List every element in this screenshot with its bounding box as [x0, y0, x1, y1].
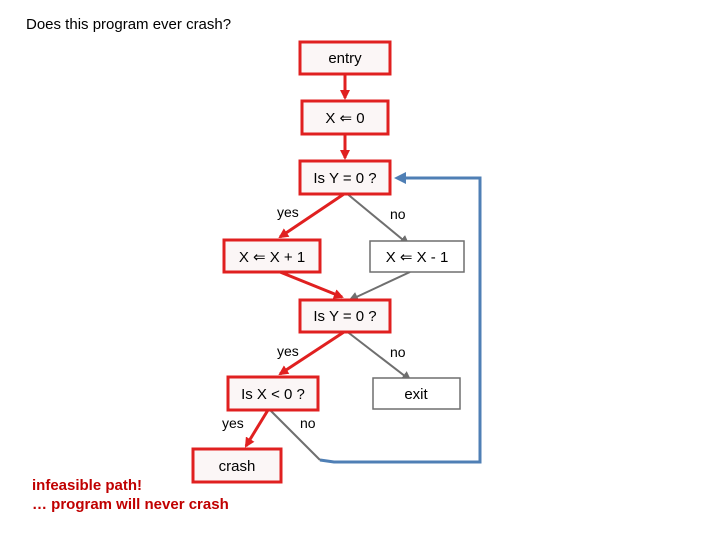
infeasible-note-line2: … program will never crash — [32, 496, 229, 513]
node-exit-box — [372, 377, 461, 410]
node-assign-zero-box — [300, 99, 390, 136]
node-entry: entry — [328, 50, 362, 67]
node-check-y2: Is Y = 0 ? — [313, 308, 376, 325]
label-y1-yes: yes — [277, 204, 299, 220]
node-crash: crash — [219, 458, 256, 475]
label-y1-no: no — [390, 206, 406, 222]
node-entry-box — [298, 40, 392, 76]
edge-x-no — [267, 407, 321, 461]
node-decrement-box — [369, 240, 465, 273]
label-y2-no: no — [390, 344, 406, 360]
node-exit: exit — [404, 386, 428, 403]
node-check-y2-box — [298, 298, 392, 334]
node-assign-zero: X ⇐ 0 — [325, 110, 364, 127]
edge-y1-no — [344, 191, 410, 246]
node-check-y1-box — [298, 159, 392, 196]
label-x-yes: yes — [222, 415, 244, 431]
infeasible-note-line1: infeasible path! — [32, 477, 143, 494]
edge-x-yes — [244, 409, 270, 448]
edge-y1-yes — [278, 192, 345, 239]
node-decrement: X ⇐ X - 1 — [386, 249, 449, 266]
page-title: Does this program ever crash? — [26, 16, 232, 33]
label-x-no: no — [300, 415, 316, 431]
node-increment-box — [222, 238, 322, 274]
edge-y2-yes — [278, 330, 345, 376]
edge-inc-y2 — [279, 270, 344, 299]
node-check-y1: Is Y = 0 ? — [313, 170, 376, 187]
loop-back-edge — [319, 172, 482, 464]
edge-dec-to-y2 — [348, 271, 411, 302]
node-crash-box — [191, 447, 283, 484]
node-increment: X ⇐ X + 1 — [239, 249, 305, 266]
node-check-x-box — [226, 375, 320, 412]
edge-y2-no — [344, 329, 412, 382]
node-check-x: Is X < 0 ? — [241, 386, 305, 403]
label-y2-yes: yes — [277, 343, 299, 359]
